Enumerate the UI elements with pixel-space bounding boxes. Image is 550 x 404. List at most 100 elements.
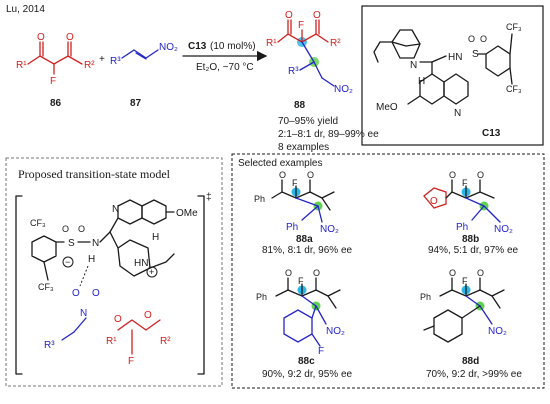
reactant-86-oxygen-2: O bbox=[66, 32, 74, 43]
ts-panel-title: Proposed transition-state model bbox=[18, 167, 171, 181]
ts-enolate-oxygen-2: O bbox=[144, 310, 152, 321]
example-88b-nitro: NO₂ bbox=[494, 224, 513, 235]
ts-nitro-oxygen-2: O bbox=[92, 288, 100, 299]
example-88a-fluorine: F bbox=[292, 178, 298, 188]
ts-nitro-oxygen-1: O bbox=[72, 288, 80, 299]
product-88-structure: O O F R¹ R² R³ NO₂ bbox=[266, 10, 353, 95]
example-88a-label: 88a bbox=[296, 234, 313, 245]
product-88-nitro: NO₂ bbox=[334, 84, 353, 95]
example-88c-oxygen-1: O bbox=[285, 268, 292, 278]
ts-methoxy: OMe bbox=[176, 208, 198, 219]
examples-panel-title: Selected examples bbox=[238, 158, 323, 169]
example-88a-oxygen-2: O bbox=[307, 170, 314, 180]
reactant-87-label: 87 bbox=[130, 98, 142, 109]
c13-s-oxygen-2: O bbox=[480, 34, 487, 44]
ts-h: H bbox=[152, 232, 159, 243]
ts-cf3-bottom: CF₃ bbox=[38, 282, 54, 292]
c13-quinuclidine-n: N bbox=[410, 60, 417, 71]
reactant-87-nitro: NO₂ bbox=[159, 42, 178, 53]
reactant-86-r2: R² bbox=[84, 60, 95, 71]
result-examples: 8 examples bbox=[278, 142, 329, 153]
ts-cf3-top: CF₃ bbox=[30, 218, 46, 228]
example-88a-oxygen-1: O bbox=[279, 170, 286, 180]
ts-sulfur: S bbox=[68, 238, 75, 249]
example-88b-ph: Ph bbox=[456, 222, 468, 233]
ts-amide-n: N bbox=[92, 238, 99, 249]
example-88d-nitro: NO₂ bbox=[488, 326, 507, 337]
ts-ammonium-plus: + bbox=[149, 267, 154, 277]
reactant-86-structure: O O F R¹ R² bbox=[16, 32, 95, 87]
product-88-fluorine: F bbox=[298, 20, 304, 31]
reaction-conditions: Et₂O, −70 °C bbox=[196, 62, 254, 73]
ts-r1: R¹ bbox=[106, 336, 117, 347]
example-88c-fluorine: F bbox=[298, 276, 304, 286]
ts-fluorine: F bbox=[128, 356, 134, 367]
reactant-86-label: 86 bbox=[50, 98, 62, 109]
catalyst-c13-structure: N H HN S O O CF₃ CF₃ N MeO bbox=[373, 22, 522, 119]
example-88b-oxygen-2: O bbox=[477, 170, 484, 180]
example-88c-aryl-fluorine: F bbox=[318, 346, 324, 357]
ts-r2: R² bbox=[160, 336, 171, 347]
c13-quinoline-n: N bbox=[454, 108, 461, 119]
c13-methoxy: MeO bbox=[376, 102, 398, 113]
example-88c-oxygen-2: O bbox=[313, 268, 320, 278]
reactant-87-structure: R³ NO₂ bbox=[110, 42, 178, 67]
example-88a-nitro: NO₂ bbox=[320, 224, 339, 235]
catalyst-loading: (10 mol%) bbox=[210, 41, 256, 52]
c13-cf3-bottom: CF₃ bbox=[506, 84, 522, 94]
examples-panel-border bbox=[231, 153, 545, 389]
product-88-oxygen-2: O bbox=[313, 10, 321, 21]
example-88c-label: 88c bbox=[298, 356, 315, 367]
ts-double-dagger: ‡ bbox=[206, 192, 212, 203]
citation-label: Lu, 2014 bbox=[6, 4, 45, 15]
c13-cf3-top: CF₃ bbox=[506, 22, 522, 32]
example-88a-structure: O O F Ph Ph NO₂ bbox=[254, 170, 339, 235]
example-88d-label: 88d bbox=[462, 356, 479, 367]
example-88d-result: 70%, 9:2 dr, >99% ee bbox=[426, 369, 522, 380]
example-88d-oxygen-2: O bbox=[477, 268, 484, 278]
reactant-86-fluorine: F bbox=[50, 76, 56, 87]
ts-s-oxygen-2: O bbox=[78, 224, 85, 234]
result-selectivity: 2:1–8:1 dr, 89–99% ee bbox=[278, 129, 379, 140]
reactant-87-r3: R³ bbox=[110, 56, 121, 67]
example-88b-furan-oxygen: O bbox=[430, 196, 438, 207]
catalyst-box bbox=[361, 5, 544, 146]
example-88b-fluorine: F bbox=[462, 178, 468, 188]
product-88-r3: R³ bbox=[288, 66, 299, 77]
reactant-86-r1: R¹ bbox=[16, 60, 27, 71]
example-88b-label: 88b bbox=[462, 234, 479, 245]
catalyst-c13-label: C13 bbox=[482, 128, 501, 139]
ts-sulfonamide-minus: − bbox=[65, 257, 70, 267]
c13-hn: HN bbox=[448, 52, 462, 63]
example-88d-structure: O O F Ph NO₂ bbox=[420, 268, 507, 343]
example-88d-oxygen-1: O bbox=[449, 268, 456, 278]
example-88a-ph-nitro-side: Ph bbox=[286, 222, 298, 233]
example-88c-nitro: NO₂ bbox=[326, 326, 345, 337]
product-88-label: 88 bbox=[294, 100, 306, 111]
example-88b-oxygen-1: O bbox=[449, 170, 456, 180]
product-88-oxygen-1: O bbox=[285, 10, 293, 21]
catalyst-label: C13 bbox=[188, 41, 207, 52]
result-yield: 70–95% yield bbox=[278, 116, 338, 127]
example-88a-result: 81%, 8:1 dr, 96% ee bbox=[262, 245, 353, 256]
plus-sign: + bbox=[99, 54, 105, 65]
ts-nitro-n: N bbox=[80, 308, 87, 319]
example-88d-ph: Ph bbox=[420, 292, 431, 302]
ts-model-structure: ‡ N OMe H HN + S O O N H − CF₃ CF₃ O O bbox=[15, 192, 212, 375]
example-88a-ph: Ph bbox=[254, 194, 265, 204]
product-88-r1: R¹ bbox=[266, 38, 277, 49]
c13-s-oxygen-1: O bbox=[468, 34, 475, 44]
product-88-r2: R² bbox=[330, 38, 341, 49]
ts-r3: R³ bbox=[44, 340, 55, 351]
example-88c-result: 90%, 9:2 dr, 95% ee bbox=[262, 369, 353, 380]
example-88c-ph: Ph bbox=[256, 292, 267, 302]
ts-nh-h: H bbox=[88, 254, 95, 265]
example-88d-fluorine: F bbox=[462, 276, 468, 286]
reactant-86-oxygen-1: O bbox=[37, 32, 45, 43]
example-88b-result: 94%, 5:1 dr, 97% ee bbox=[428, 245, 519, 256]
example-88b-structure: O O O F Ph NO₂ bbox=[423, 170, 513, 235]
ts-s-oxygen-1: O bbox=[62, 224, 69, 234]
example-88c-structure: O O F Ph F NO₂ bbox=[256, 268, 345, 357]
